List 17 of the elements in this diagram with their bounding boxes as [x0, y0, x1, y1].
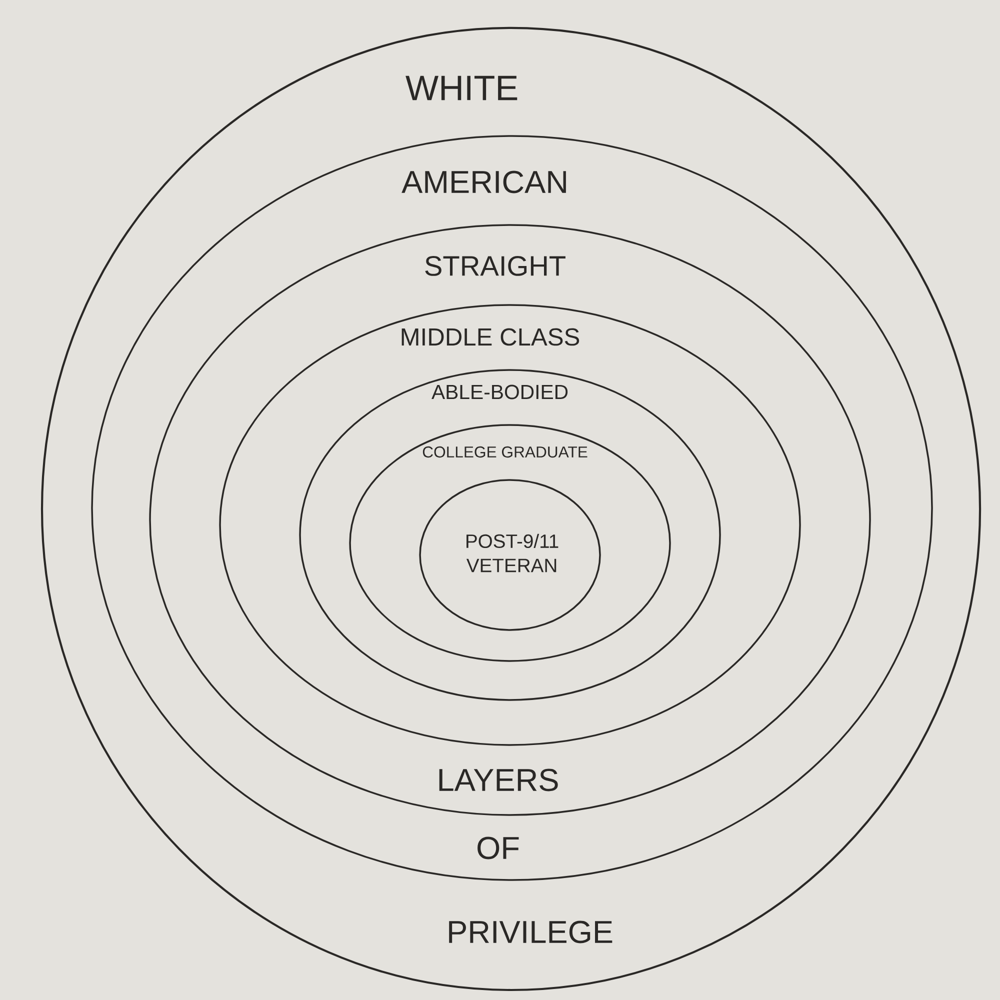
title-word: LAYERS	[439, 768, 558, 792]
title-word: OF	[478, 836, 519, 860]
ring-label: WHITE	[406, 76, 518, 100]
ring	[91, 135, 933, 881]
title-word: PRIVILEGE	[449, 920, 612, 944]
ring	[299, 369, 721, 701]
ring-label: ABLE-BODIED	[432, 384, 568, 400]
ring-label: POST-9/11 VETERAN	[466, 534, 558, 572]
ring-label: COLLEGE GRADUATE	[422, 446, 588, 458]
ring	[419, 479, 601, 631]
ring	[219, 304, 801, 746]
ring	[349, 424, 671, 662]
ring-label: MIDDLE CLASS	[402, 328, 580, 346]
ring-label: STRAIGHT	[425, 256, 566, 276]
ring	[40, 26, 982, 992]
ring-label: AMERICAN	[402, 170, 566, 194]
ring	[149, 224, 871, 816]
